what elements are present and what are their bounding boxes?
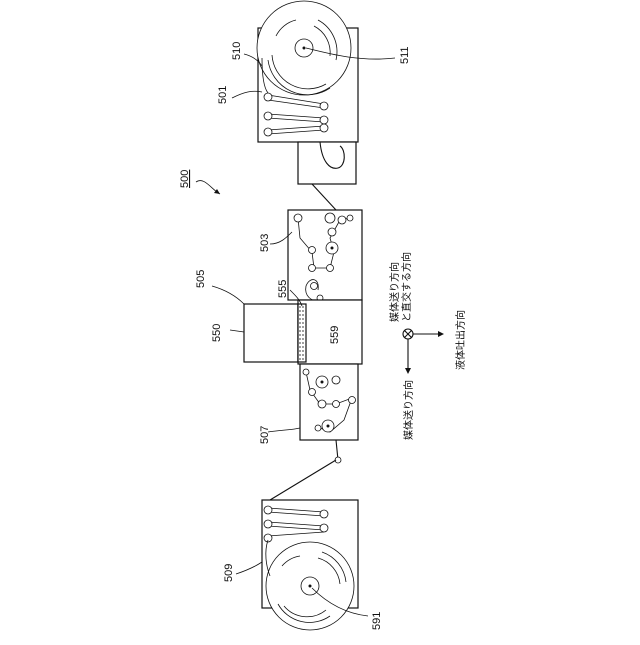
label-transport-unit: 503: [259, 234, 271, 252]
label-feed-unit: 501: [217, 86, 229, 104]
label-system: 500: [179, 170, 191, 188]
takeup-unit: [262, 500, 358, 630]
label-takeup-unit: 509: [223, 564, 235, 582]
print-unit: [244, 300, 362, 364]
direction-labels: 媒体送り方向 と直交する方向 媒体送り方向 液体吐出方向: [388, 252, 467, 440]
label-media-feed: 媒体送り方向: [402, 380, 415, 440]
label-platen: 559: [329, 326, 341, 344]
label-ejection: 液体吐出方向: [454, 310, 467, 370]
label-feed-roll-core: 511: [399, 46, 411, 64]
exit-unit: [270, 364, 358, 500]
label-media-cross-line2: と直交する方向: [400, 252, 413, 322]
system-pointer: [196, 181, 220, 194]
label-print-unit: 505: [195, 270, 207, 288]
direction-indicator: [403, 329, 444, 374]
label-head: 550: [211, 324, 223, 342]
label-platen-gap: 555: [277, 280, 289, 298]
transport-unit: [288, 210, 362, 301]
label-exit-unit: 507: [259, 426, 271, 444]
label-feed-roll-outer: 510: [231, 42, 243, 60]
feed-unit: [257, 1, 358, 210]
label-takeup-roll-core: 591: [371, 612, 383, 630]
label-media-cross-line1: 媒体送り方向: [388, 262, 401, 322]
